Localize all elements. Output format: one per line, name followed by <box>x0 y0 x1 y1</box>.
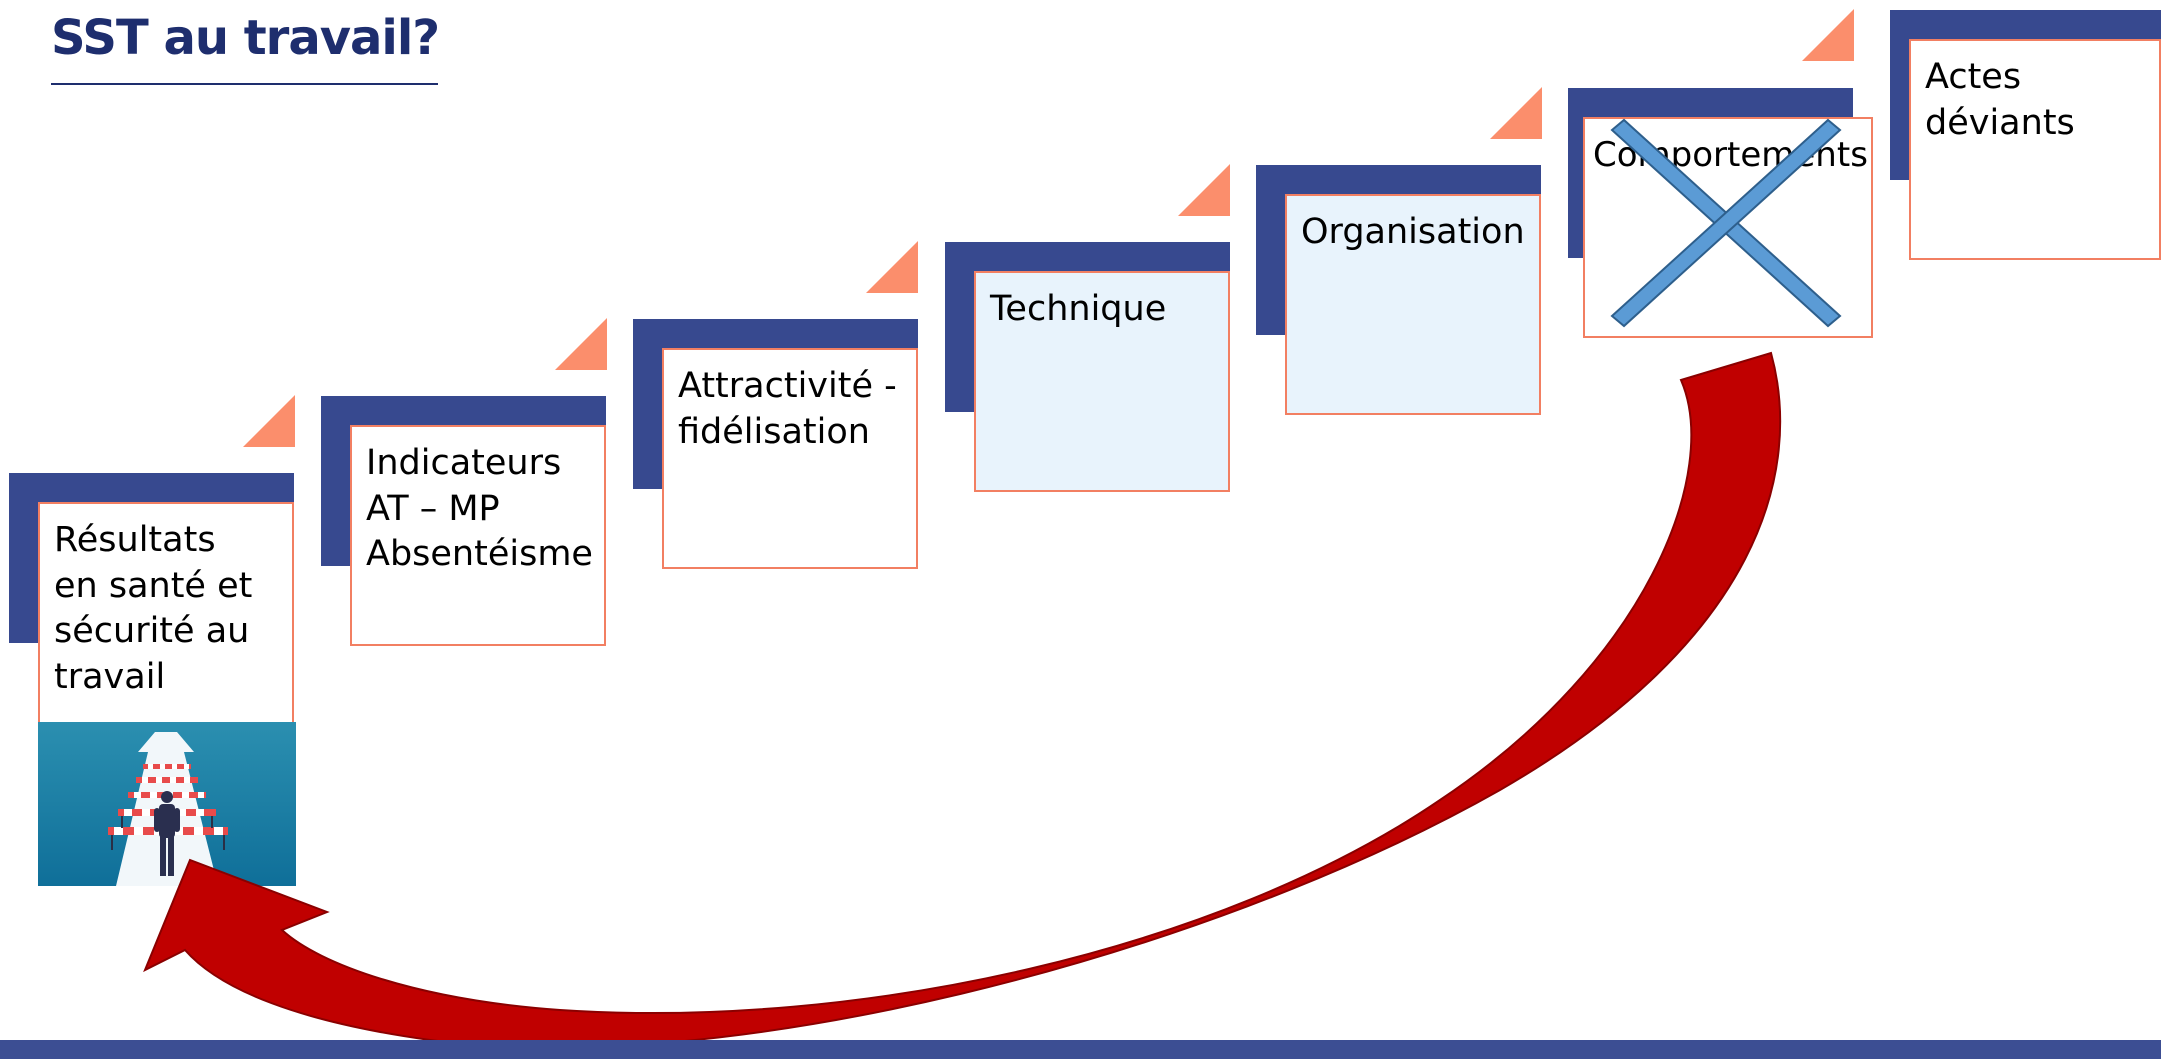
step-card: Comportements <box>1583 117 1873 338</box>
step-label-line: Attractivité - <box>678 366 897 406</box>
step-label-line: en santé et <box>54 565 253 606</box>
corner-triangle-icon <box>1802 9 1854 61</box>
step-label-line: Absentéisme <box>366 534 593 574</box>
corner-triangle-icon <box>1490 87 1542 139</box>
corner-triangle-icon <box>1178 164 1230 216</box>
step-label-line: Actes <box>1925 57 2022 97</box>
step-label-line: Résultats <box>54 520 216 560</box>
step-organisation: Organisation <box>1256 165 1541 415</box>
step-indicateurs: Indicateurs AT – MP Absentéisme <box>321 396 606 646</box>
step-card: Technique <box>974 271 1230 492</box>
step-label-line: fidélisation <box>678 411 870 452</box>
step-card: Organisation <box>1285 194 1541 415</box>
step-resultats: Résultats en santé et sécurité au travai… <box>9 473 294 752</box>
title-underline <box>51 83 438 85</box>
page-title: SST au travail? <box>51 10 440 66</box>
step-technique: Technique <box>945 242 1230 492</box>
step-label-line: travail <box>54 656 166 697</box>
step-label-line: Indicateurs <box>366 443 562 483</box>
step-label-line: déviants <box>1925 102 2075 143</box>
step-label-line: sécurité au <box>54 611 250 651</box>
corner-triangle-icon <box>555 318 607 370</box>
footer-bar <box>0 1040 2161 1059</box>
person-facing-hurdles-image <box>38 722 296 886</box>
step-attractivite: Attractivité - fidélisation <box>633 319 918 569</box>
step-label-line: Organisation <box>1301 212 1525 252</box>
step-actes-deviants: Actes déviants <box>1890 10 2161 260</box>
step-card: Résultats en santé et sécurité au travai… <box>38 502 294 752</box>
corner-triangle-icon <box>866 241 918 293</box>
step-card: Indicateurs AT – MP Absentéisme <box>350 425 606 646</box>
step-card: Actes déviants <box>1909 39 2161 260</box>
step-label-line: Technique <box>990 289 1167 329</box>
corner-triangle-icon <box>243 395 295 447</box>
step-card: Attractivité - fidélisation <box>662 348 918 569</box>
step-comportements: Comportements <box>1568 88 1873 338</box>
step-label-line: Comportements <box>1593 135 1868 175</box>
step-label-line: AT – MP <box>366 488 500 529</box>
